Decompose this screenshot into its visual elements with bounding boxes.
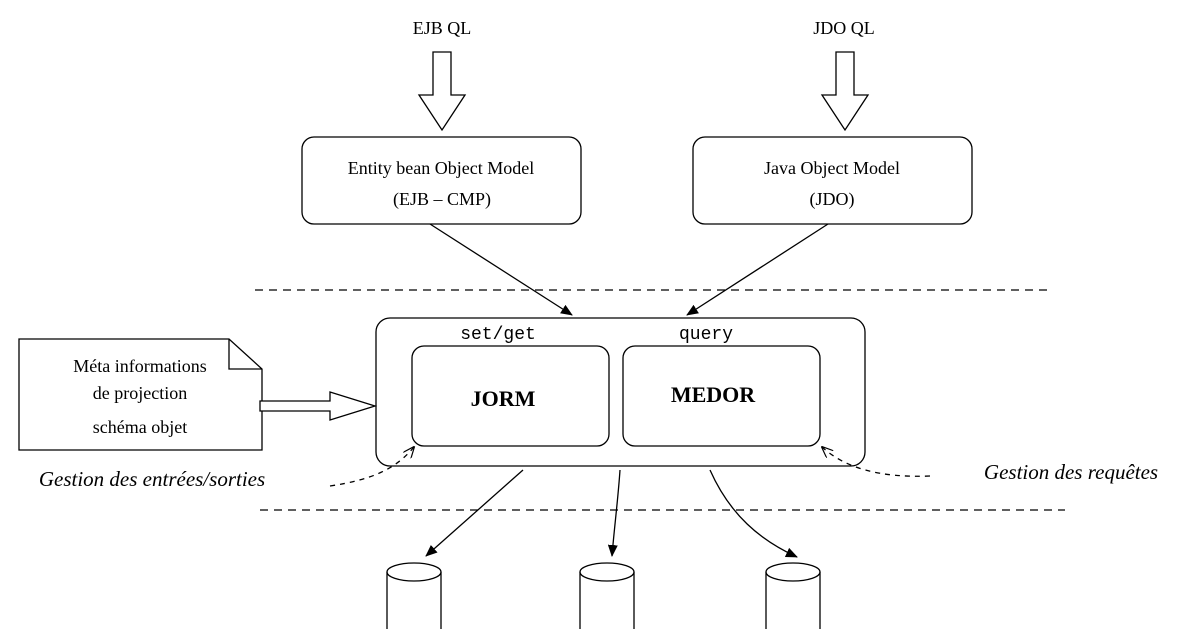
note-line-3: schéma objet: [93, 417, 187, 437]
io-management-label: Gestion des entrées/sorties: [39, 467, 265, 491]
java-object-model-box: [692, 136, 973, 225]
ejb-object-model-subtitle: (EJB – CMP): [393, 189, 491, 210]
core-to-db-middle-arrow: [607, 469, 621, 557]
set-get-label: set/get: [460, 325, 536, 345]
database-middle: [579, 562, 635, 629]
note-to-core-arrow: [259, 391, 378, 421]
jorm-label: JORM: [471, 386, 536, 411]
requests-curve-arrow: [822, 447, 931, 477]
request-management-label: Gestion des requêtes: [984, 460, 1158, 484]
note-fold: [228, 339, 262, 370]
database-right: [765, 562, 821, 629]
medor-box: [622, 345, 821, 447]
core-to-db-left-arrow: [425, 469, 524, 557]
core-to-db-right-arrow: [709, 469, 798, 558]
jdo-to-core-arrow: [686, 223, 829, 316]
ejb-object-model-box: [301, 136, 582, 225]
io-curve-arrow: [329, 447, 414, 487]
jorm-box: [411, 345, 610, 447]
ejb-ql-input-arrow: [417, 51, 467, 132]
jdo-ql-input-arrow: [820, 51, 870, 132]
note-line-2: de projection: [93, 383, 187, 403]
query-label: query: [679, 325, 733, 345]
database-left: [386, 562, 442, 629]
ejb-to-core-arrow: [429, 223, 573, 316]
ejb-object-model-title: Entity bean Object Model: [348, 158, 534, 178]
jdo-ql-label: JDO QL: [813, 18, 875, 38]
java-object-model-title: Java Object Model: [764, 158, 900, 178]
medor-label: MEDOR: [671, 382, 756, 407]
note-line-1: Méta informations: [73, 356, 206, 376]
ejb-ql-label: EJB QL: [413, 18, 472, 38]
java-object-model-subtitle: (JDO): [810, 189, 855, 210]
